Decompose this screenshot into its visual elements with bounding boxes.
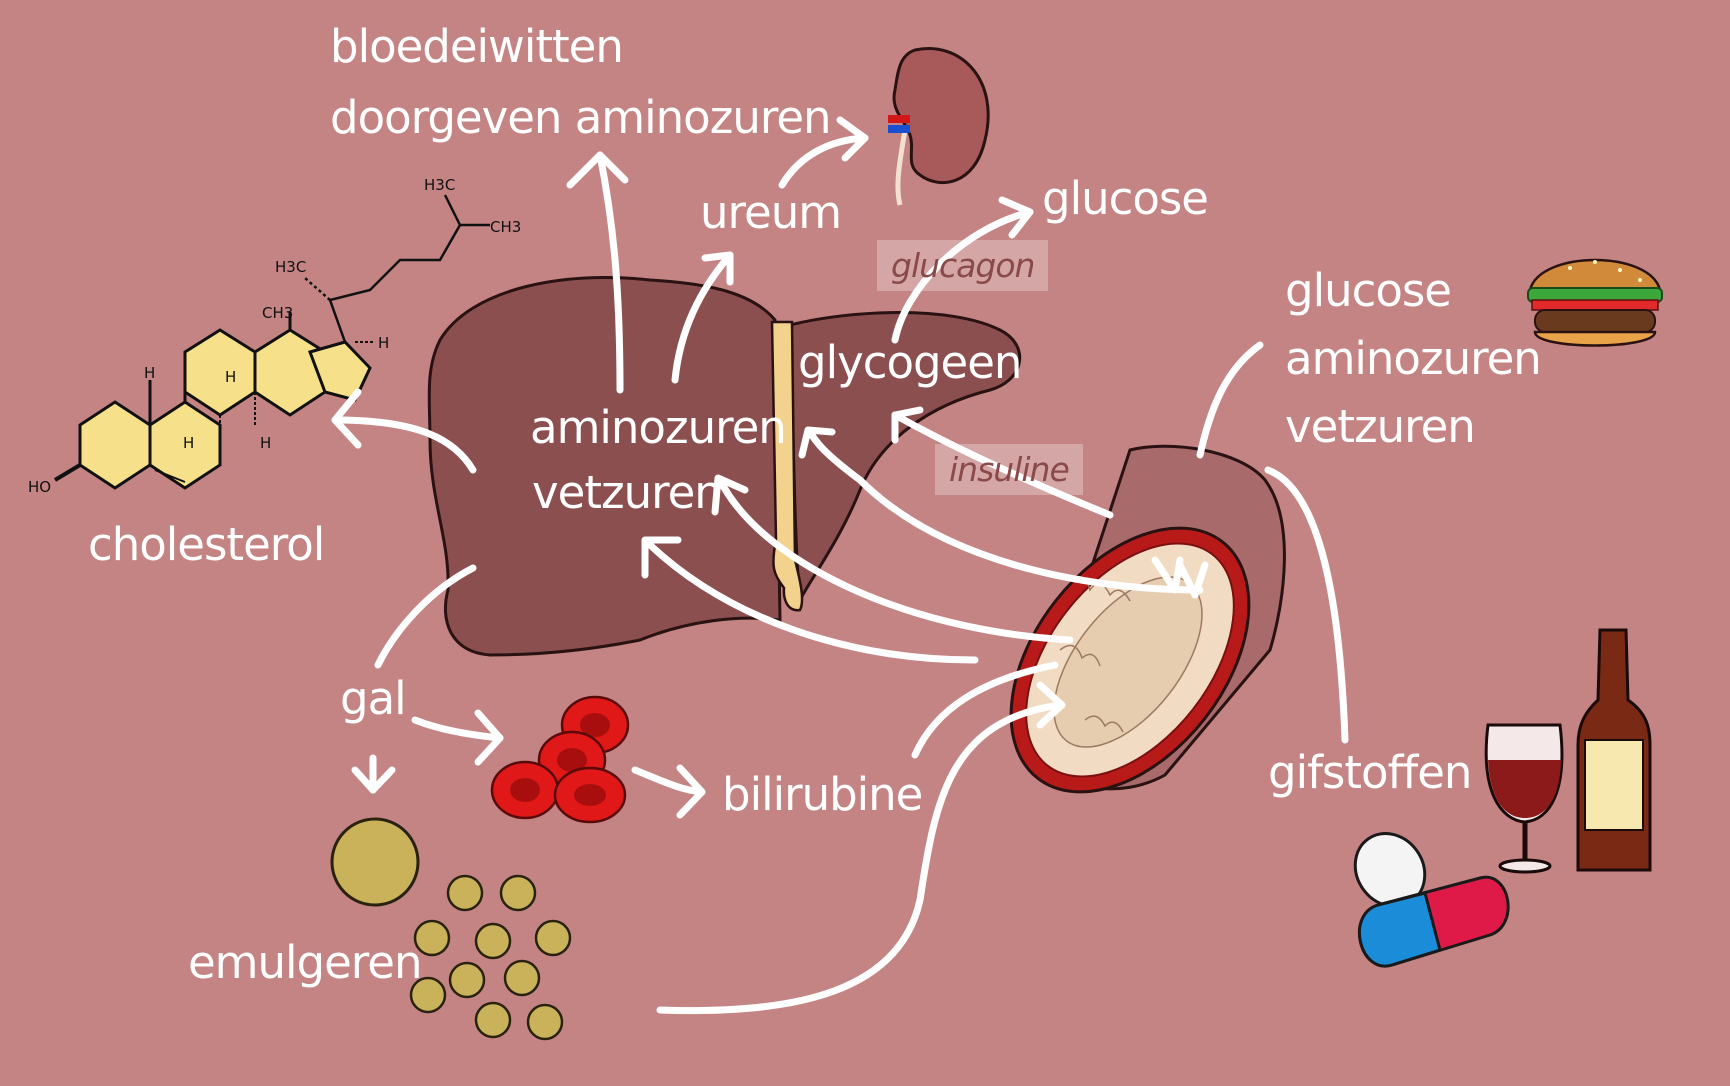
arrow-intestine-to-vetzuren	[646, 541, 979, 664]
label-bloedeiwitten: bloedeiwitten	[330, 20, 624, 73]
line-liver-to-gal	[374, 564, 477, 669]
label-bilirubine: bilirubine	[722, 768, 923, 821]
label-glucose-top: glucose	[1042, 172, 1209, 225]
arrowhead-bloedeiwitten	[566, 151, 629, 189]
chem-label-h3c-top: H3C	[424, 176, 455, 194]
chem-label-ch3-top: CH3	[490, 218, 521, 236]
burger-icon	[1527, 258, 1663, 347]
flow-arrows	[331, 116, 1349, 1015]
chem-label-h-4: H	[183, 434, 194, 452]
label-doorgeven-aminozuren: doorgeven aminozuren	[330, 91, 832, 144]
label-insuline: insuline	[935, 444, 1083, 495]
label-aminozuren-right: aminozuren	[1285, 332, 1542, 385]
arrowhead-vetzuren	[641, 536, 682, 579]
arrow-to-bilirubine	[631, 766, 706, 796]
line-nutrients-to-intestine	[1196, 341, 1264, 459]
liver-illustration	[427, 276, 1022, 657]
label-gifstoffen: gifstoffen	[1268, 746, 1472, 799]
label-vetzuren-right: vetzuren	[1285, 400, 1476, 453]
chem-label-h-3: H	[225, 368, 236, 386]
label-glucagon: glucagon	[877, 240, 1049, 291]
label-glycogeen: glycogeen	[798, 336, 1022, 389]
intestine-illustration	[1009, 444, 1286, 794]
chem-label-ho: HO	[28, 478, 51, 496]
label-cholesterol: cholesterol	[88, 518, 325, 571]
arrowhead-ureum	[701, 251, 734, 286]
label-emulgeren: emulgeren	[188, 936, 423, 989]
arrow-to-kidney	[778, 134, 869, 189]
gallbladder	[770, 320, 804, 612]
arrow-to-bloedeiwitten	[596, 151, 624, 394]
arrowhead-aminozuren	[711, 474, 749, 516]
kidney-illustration	[888, 47, 990, 206]
chem-label-ch3-mid: CH3	[262, 304, 293, 322]
arrow-to-blood-cells	[411, 716, 504, 742]
arrowhead-glycogeen	[798, 426, 836, 459]
arrow-blood-to-intestine	[911, 661, 1059, 759]
arrowhead-cholesterol	[331, 388, 362, 449]
arrow-emulgeren-to-intestine	[656, 701, 1064, 1015]
label-ureum: ureum	[700, 186, 842, 239]
arrow-intestine-to-aminozuren	[716, 476, 1074, 644]
label-aminozuren-liver: aminozuren	[530, 401, 787, 454]
line-gifstoffen	[1264, 466, 1349, 744]
fat-droplets	[330, 817, 572, 1041]
cholesterol-molecule: H3C CH3 H3C CH3 H H H H H HO	[28, 176, 521, 496]
chem-label-h-1: H	[378, 334, 389, 352]
red-blood-cells	[490, 695, 630, 824]
arrowhead-bilirubine	[676, 764, 706, 819]
arrowhead-kidney	[836, 116, 869, 162]
label-vetzuren-liver: vetzuren	[532, 466, 723, 519]
wine-glass-icon	[1484, 723, 1564, 874]
arrowhead-emulgeren	[351, 766, 396, 794]
pills-icon	[1353, 832, 1510, 968]
arrow-to-ureum	[671, 251, 734, 384]
intestine-inner-arrows	[1151, 556, 1209, 599]
arrow-to-glucose	[891, 208, 1034, 344]
arrowhead-insuline	[891, 406, 924, 444]
arrow-insuline	[891, 411, 1114, 519]
label-gal: gal	[340, 672, 407, 725]
wine-bottle-icon	[1576, 628, 1652, 872]
arrow-to-cholesterol	[331, 416, 477, 474]
chem-label-h-2: H	[144, 364, 155, 382]
arrowhead-glucose	[998, 196, 1034, 239]
label-glucose-right: glucose	[1285, 264, 1452, 317]
chem-label-h3c-mid: H3C	[275, 258, 306, 276]
arrow-intestine-to-glycogeen	[806, 428, 1204, 594]
chem-label-h-5: H	[260, 434, 271, 452]
arrowhead-blood-cells	[474, 709, 504, 766]
arrowhead-intestine-in	[1036, 681, 1066, 729]
